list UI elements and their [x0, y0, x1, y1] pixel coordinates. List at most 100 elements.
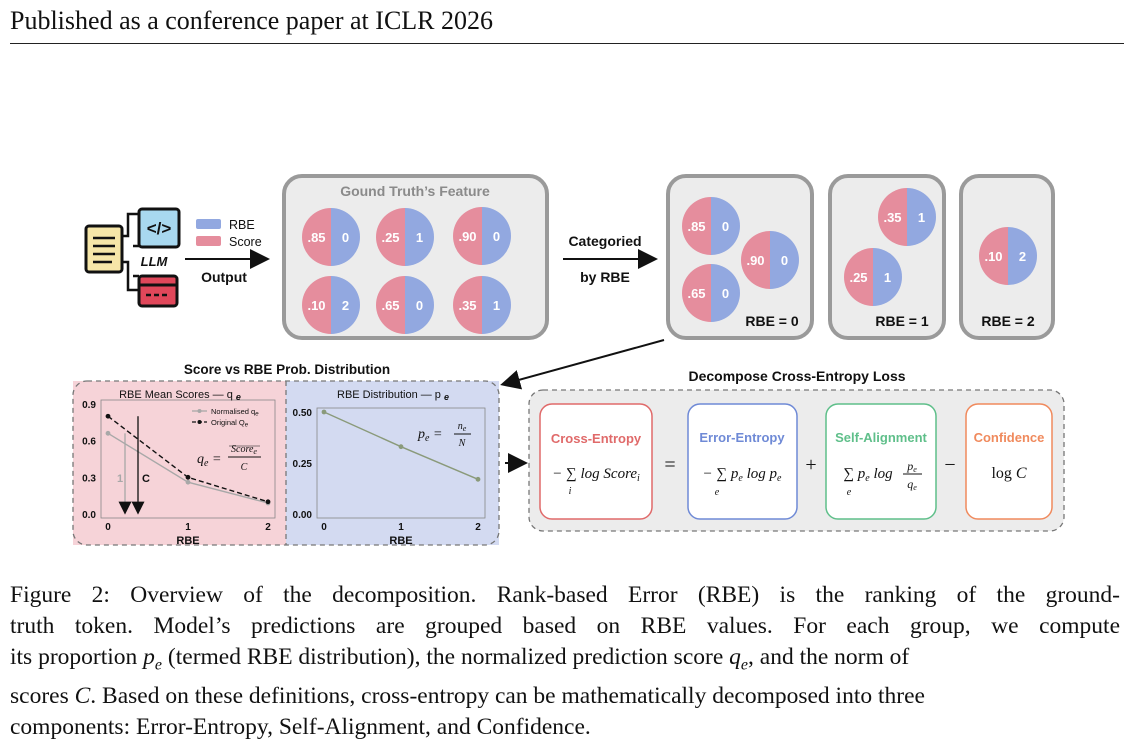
svg-text:i: i [569, 486, 572, 497]
x-tick-label: 2 [265, 522, 271, 533]
output-label: Output [201, 269, 247, 285]
y-tick-label: 0.9 [82, 400, 96, 411]
y-tick-label: 0.3 [82, 473, 96, 484]
legend-score-swatch [196, 236, 221, 246]
pie-score-label: .65 [687, 286, 705, 301]
llm-label: LLM [141, 254, 169, 269]
svg-text:N: N [458, 438, 467, 449]
pie-rbe-label: 1 [493, 298, 500, 313]
ground-truth-title: Gound Truth’s Feature [340, 183, 490, 199]
rbe-half [907, 188, 936, 246]
operator-equals: = [664, 454, 675, 476]
pie-rbe-label: 1 [884, 270, 891, 285]
pie-rbe-label: 0 [722, 219, 729, 234]
rbe-half [482, 276, 511, 334]
group-label-rbe2: RBE = 2 [981, 313, 1035, 329]
to-charts-arrow [500, 339, 665, 390]
x-tick-label: 0 [321, 522, 327, 533]
score-half [376, 208, 405, 266]
rbe-half [1008, 227, 1037, 285]
legend-label: Original Qe [211, 418, 249, 429]
score-half [741, 231, 770, 289]
data-point [398, 444, 404, 450]
svg-text:</>: </> [147, 219, 172, 238]
pie-rbe-label: 1 [416, 230, 423, 245]
pie-score-label: .10 [307, 298, 325, 313]
annotation-C: C [142, 473, 150, 485]
error-entropy-label: Error-Entropy [699, 430, 785, 445]
svg-text:− ∑ log Scorei: − ∑ log Scorei [552, 466, 640, 484]
svg-text:e: e [847, 487, 852, 498]
qe-formula-num: Scoree [231, 444, 257, 456]
cross-entropy-label: Cross-Entropy [551, 431, 642, 446]
x-tick-label: 2 [475, 522, 481, 533]
caption-line-5: components: Error-Entropy, Self-Alignmen… [10, 713, 591, 740]
x-axis-label: RBE [176, 535, 199, 547]
gt-pie-3: .10 2 [302, 276, 360, 334]
data-point [185, 479, 191, 485]
svg-text:− ∑ pe log pe: − ∑ pe log pe [703, 466, 782, 484]
card-icon [137, 274, 179, 308]
rbe-half [405, 276, 434, 334]
pie-score-label: .85 [307, 230, 325, 245]
score-half [878, 188, 907, 246]
score-vs-title: Score vs RBE Prob. Distribution [184, 362, 390, 377]
score-half [682, 264, 711, 322]
code-icon [137, 207, 181, 249]
categorize-label-line2: by RBE [580, 269, 630, 285]
data-point [105, 430, 111, 436]
figure-caption: Figure 2: Overview of the decomposition.… [10, 580, 1120, 743]
rbe-half [711, 197, 740, 255]
pie-score-label: .25 [381, 230, 399, 245]
confidence-label: Confidence [974, 430, 1045, 445]
llm-icon-group: </> LLM [84, 207, 181, 308]
y-tick-label: 0.50 [293, 408, 313, 419]
pie-rbe-label: 2 [342, 298, 349, 313]
decompose-title: Decompose Cross-Entropy Loss [688, 368, 905, 384]
categorize-label-line1: Categoried [568, 233, 641, 249]
rbe-half [331, 208, 360, 266]
x-tick-label: 0 [105, 522, 111, 533]
chart-right-bg [286, 381, 499, 545]
x-axis-label: RBE [389, 535, 412, 547]
score-half [453, 276, 482, 334]
score-half [844, 248, 873, 306]
chart-left-bg [73, 381, 286, 545]
pie-score-label: .90 [746, 253, 764, 268]
gt-pie-5: .35 1 [453, 276, 511, 334]
rbe-half [331, 276, 360, 334]
pie-score-label: .35 [458, 298, 476, 313]
term-error-entropy: Error-Entropy − ∑ pe log pe e [687, 403, 798, 520]
header-rule [10, 43, 1124, 44]
pie-rbe-label: 0 [493, 229, 500, 244]
data-point [321, 409, 327, 415]
legend-rbe-label: RBE [229, 218, 255, 232]
group-label-rbe0: RBE = 0 [745, 313, 799, 329]
rbe-half [482, 207, 511, 265]
data-point [185, 474, 191, 480]
pie-score-label: .65 [381, 298, 399, 313]
y-tick-label: 0.0 [82, 510, 96, 521]
legend-marker [197, 409, 202, 413]
chart-title: RBE Mean Scores — q e [119, 389, 241, 402]
gt-pie-1: .25 1 [376, 208, 434, 266]
plot-frame [316, 407, 486, 519]
svg-text:∑ pe log: ∑ pe log [843, 466, 893, 484]
rbe-half [770, 231, 799, 289]
data-point [475, 476, 481, 482]
pie-score-label: .90 [458, 229, 476, 244]
data-point [265, 499, 271, 505]
score-half [302, 276, 331, 334]
caption-line-3: its proportion pe (termed RBE distributi… [10, 644, 910, 674]
legend-marker [197, 420, 202, 424]
caption-line-1: Figure 2: Overview of the decomposition.… [10, 582, 1120, 608]
rbe-half [405, 208, 434, 266]
legend: RBE Score [196, 218, 262, 249]
